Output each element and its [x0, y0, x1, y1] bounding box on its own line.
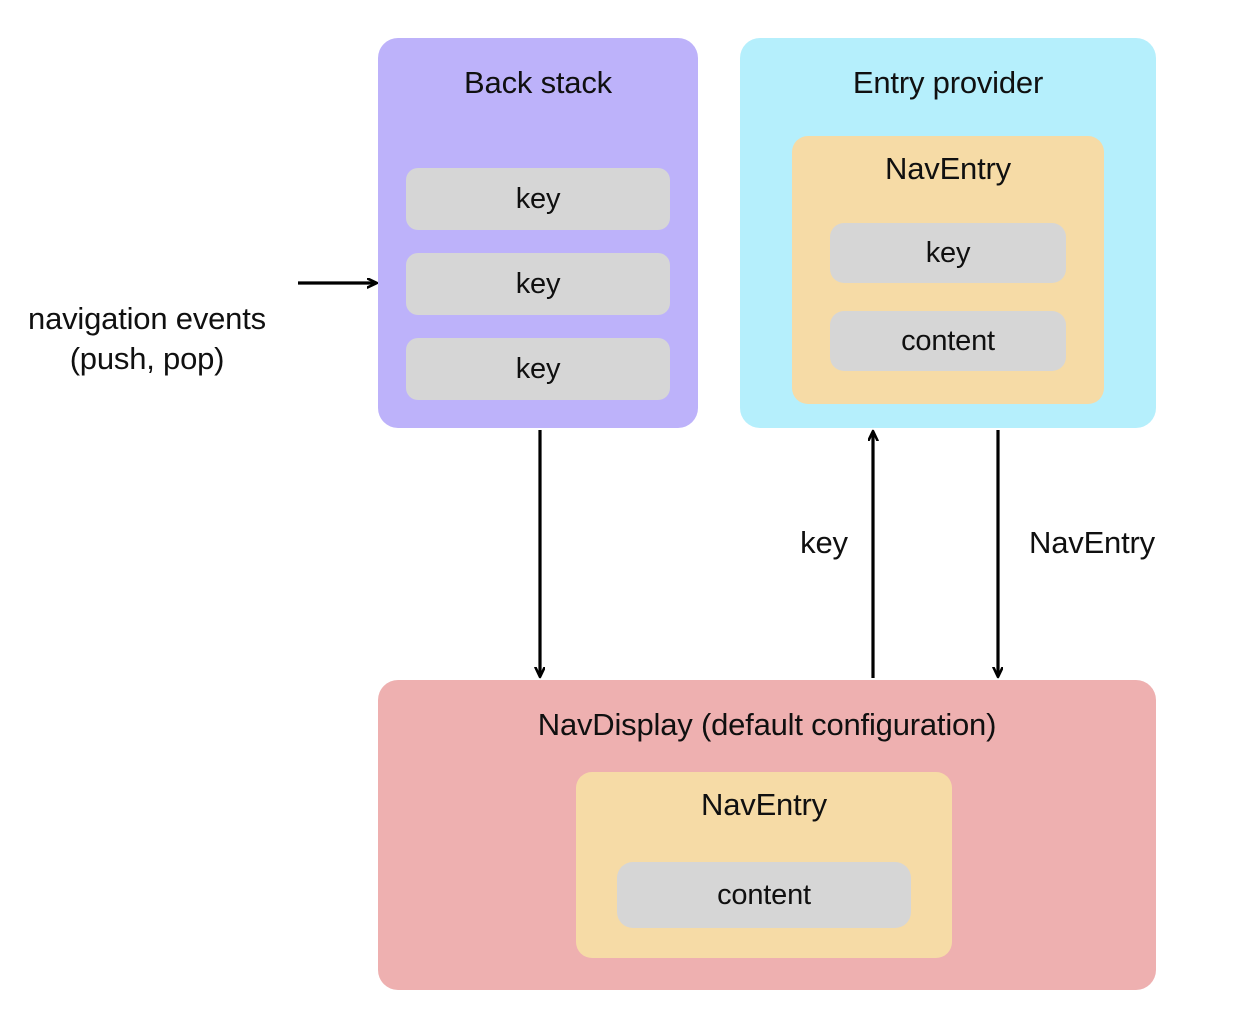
entry-provider-title: Entry provider — [852, 65, 1044, 100]
navigation-events-label: navigation events (push, pop) — [8, 219, 286, 459]
entry-provider-nav-entry-box[interactable]: NavEntry key content — [792, 136, 1104, 404]
nav-display-nav-entry-title: NavEntry — [701, 787, 827, 822]
back-stack-title: Back stack — [464, 65, 612, 100]
nav-display-title: NavDisplay (default configuration) — [537, 707, 997, 742]
entry-provider-nav-entry-content-chip[interactable]: content — [830, 311, 1066, 371]
navigation-events-line-1: navigation events (push, pop) — [28, 301, 266, 376]
back-stack-item[interactable]: key — [406, 338, 670, 400]
edge-label-key: key — [800, 525, 848, 560]
back-stack-box[interactable]: Back stack key key key — [378, 38, 698, 428]
entry-provider-nav-entry-key-chip[interactable]: key — [830, 223, 1066, 283]
nav-display-nav-entry-box[interactable]: NavEntry content — [576, 772, 952, 958]
nav-display-box[interactable]: NavDisplay (default configuration) NavEn… — [378, 680, 1156, 990]
entry-provider-nav-entry-title: NavEntry — [885, 151, 1011, 186]
back-stack-item[interactable]: key — [406, 253, 670, 315]
nav-display-nav-entry-content-chip[interactable]: content — [617, 862, 911, 928]
back-stack-item[interactable]: key — [406, 168, 670, 230]
edge-label-naventry: NavEntry — [1029, 525, 1155, 560]
entry-provider-box[interactable]: Entry provider NavEntry key content — [740, 38, 1156, 428]
